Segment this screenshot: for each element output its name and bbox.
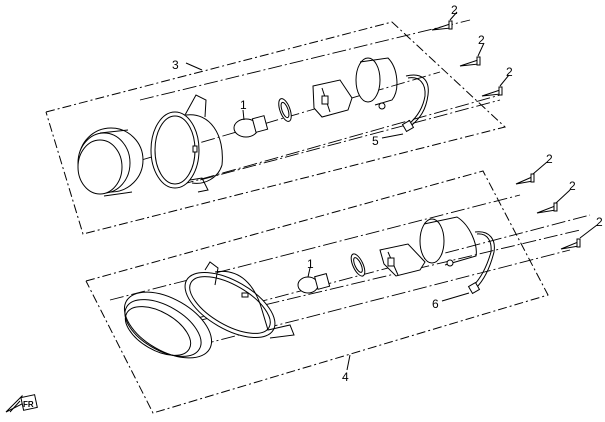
lower-assembly [85,161,598,414]
lower-reflector [184,261,295,339]
leader-5 [381,133,404,139]
upper-bulb [233,115,269,138]
leader-1-upper [242,109,245,121]
upper-gasket [278,98,292,122]
leader-4 [346,354,351,371]
callout-4: 4 [342,370,349,384]
leader-1-lower [307,267,311,278]
upper-cover [355,57,398,110]
callout-5: 5 [372,134,379,148]
callout-2a: 2 [451,3,458,17]
upper-wire-connector [401,119,415,133]
screw-2c [481,74,510,97]
callout-2d: 2 [546,152,553,166]
front-direction-arrow-icon: FR [5,394,38,413]
lower-bulb [297,273,331,294]
lower-wire [474,231,495,289]
lower-wire-connector [467,281,481,295]
upper-socket [312,79,353,118]
screw-2a [431,11,458,31]
callout-6: 6 [432,297,439,311]
upper-reflector [150,94,223,193]
callout-2c: 2 [506,65,513,79]
upper-assembly [45,11,510,235]
leader-6 [441,292,470,302]
upper-lens [77,127,144,197]
callout-2f: 2 [596,215,603,229]
callout-1-lower: 1 [307,257,314,271]
lower-socket [379,243,426,277]
lower-lens [123,291,213,359]
upper-assembly-boundary [45,21,507,235]
front-arrow-label: FR [23,400,34,409]
upper-wire [405,74,429,126]
callout-2e: 2 [569,179,576,193]
screw-2e [536,189,571,214]
callout-2b: 2 [478,33,485,47]
leader-3 [185,62,203,71]
screw-2b [459,42,485,67]
lower-assembly-boundary [85,170,549,414]
screw-2f [560,224,598,250]
callout-1-upper: 1 [240,98,247,112]
lower-cover [419,216,477,267]
screw-2d [515,161,548,185]
callout-3: 3 [172,58,179,72]
lower-gasket [350,253,366,277]
